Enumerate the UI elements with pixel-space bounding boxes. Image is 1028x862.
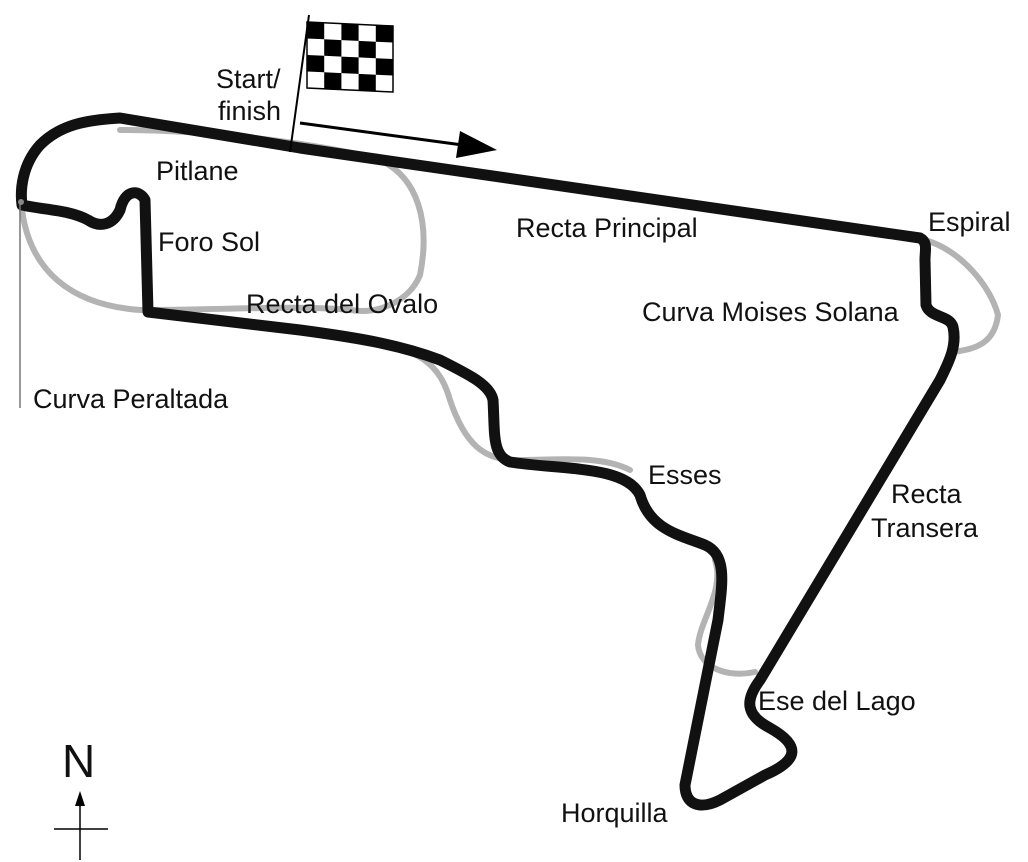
pit-exit-dot [18, 199, 24, 205]
start-finish-label-line1: Start/ [216, 64, 281, 94]
checkered-flag-icon [306, 21, 394, 93]
foro-sol-label: Foro Sol [158, 227, 260, 257]
race-direction-arrow [299, 121, 497, 158]
start-finish-pole [289, 14, 310, 153]
north-compass-icon: N [54, 735, 108, 860]
curva-peraltada-label: Curva Peraltada [33, 384, 229, 414]
curva-moises-solana-label: Curva Moises Solana [642, 297, 900, 327]
pitlane-label: Pitlane [156, 156, 239, 186]
current-track [15, 112, 960, 811]
start-finish-label-line2: finish [218, 96, 281, 126]
recta-del-ovalo-label: Recta del Ovalo [246, 289, 438, 319]
horquilla-label: Horquilla [561, 798, 669, 828]
recta-principal-label: Recta Principal [516, 213, 698, 243]
esses-label: Esses [648, 460, 722, 490]
old-espiral-section [922, 237, 1001, 355]
recta-transera-label-line1: Recta [891, 479, 963, 509]
ese-del-lago-label: Ese del Lago [758, 686, 916, 716]
recta-transera-label-line2: Transera [871, 513, 979, 543]
north-label: N [62, 735, 95, 787]
espiral-label: Espiral [928, 207, 1011, 237]
